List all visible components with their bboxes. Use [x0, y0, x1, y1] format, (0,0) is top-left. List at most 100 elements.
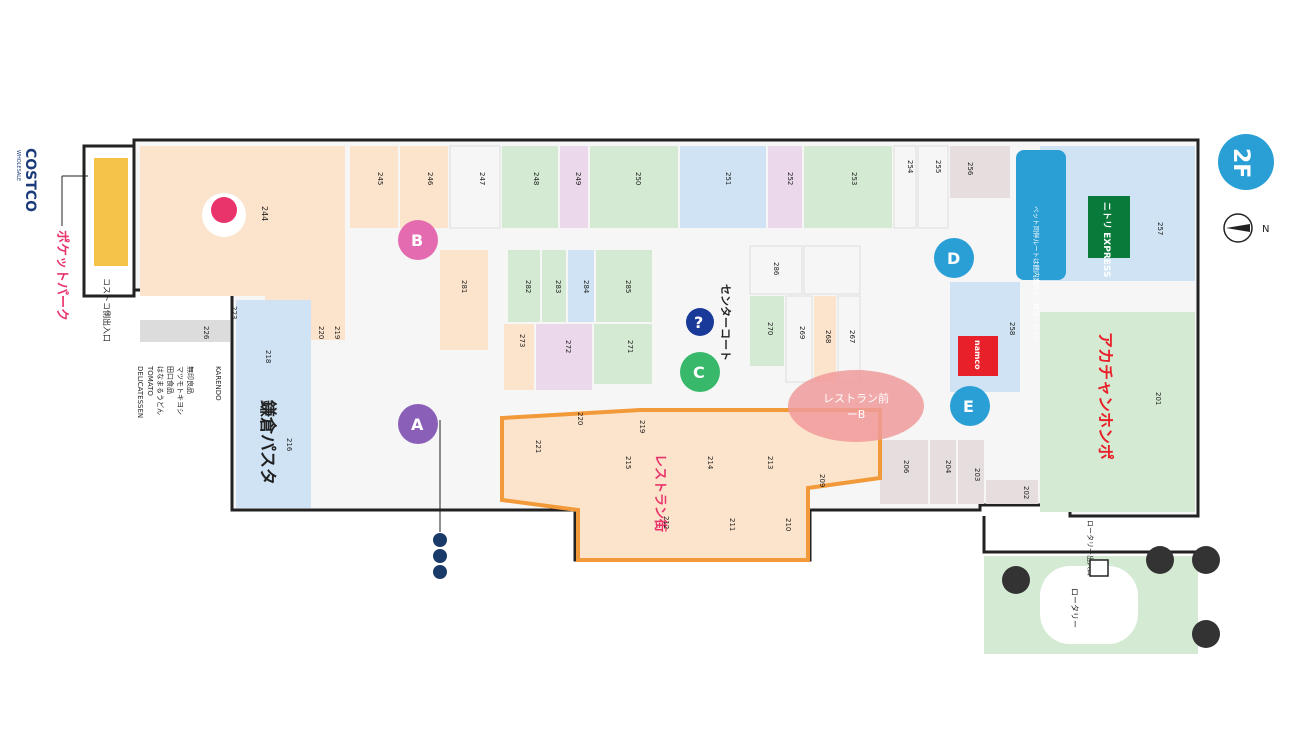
shop-249-area[interactable] — [560, 146, 588, 228]
shop-204-area[interactable] — [930, 440, 956, 504]
shop-236-no: 226 — [202, 326, 210, 340]
shop-249-no: 249 — [574, 172, 582, 185]
atm-239: マツモトキヨシ — [176, 366, 184, 415]
smoking-icon-right[interactable] — [1002, 566, 1030, 594]
shop-251-area[interactable] — [680, 146, 766, 228]
shop-278-area[interactable] — [542, 250, 566, 322]
mail-icon-right[interactable] — [1089, 559, 1109, 577]
shop-206-area[interactable] — [880, 440, 928, 504]
costco-entrance-label: コストコ側出入口 — [102, 278, 112, 342]
shop-278-no: 283 — [554, 280, 562, 293]
elevator-note — [1016, 150, 1066, 280]
restaurant-street — [500, 408, 882, 562]
shop-263-area[interactable] — [814, 296, 836, 382]
center-court-label: センターコート — [719, 284, 732, 361]
shop-250-area[interactable] — [590, 146, 678, 228]
shop-263-no: 268 — [824, 330, 832, 343]
atm-strip — [140, 320, 230, 342]
shop-264-no: 269 — [798, 326, 806, 339]
atm-list: 無印良品 マツモトキヨシ 田口食品 はなまるうどん TOMATO DELICAT… — [136, 365, 222, 418]
floor-label: 2F — [1228, 148, 1253, 178]
shop-253-area[interactable] — [804, 146, 892, 228]
shop-229-area[interactable] — [236, 300, 311, 340]
shop-256-area[interactable] — [950, 146, 1010, 198]
shop-268-no: 273 — [518, 334, 526, 347]
shop-258-name: namco — [973, 340, 982, 370]
shop-202-no: 202 — [1022, 486, 1030, 499]
compass-needle — [1226, 224, 1250, 232]
shop-228-area[interactable] — [236, 340, 311, 508]
escalator-icon-right[interactable] — [1146, 546, 1174, 574]
elevator-note-text: ペット同伴ルートは館内案内をご確認ください — [1032, 206, 1041, 343]
restroom-icon-right[interactable] — [1192, 546, 1220, 574]
highlight-marker[interactable] — [788, 370, 924, 442]
shop-228-no: 216 — [285, 438, 293, 452]
shop-258-no: 258 — [1008, 322, 1016, 335]
lift-d-label: D — [947, 249, 960, 268]
shop-279-area[interactable] — [568, 250, 594, 322]
highlight-line2: ーB — [847, 408, 866, 421]
lift-a-label: A — [411, 415, 424, 434]
pocket-park-label: ポケットパーク — [54, 230, 70, 321]
shop-277-no: 282 — [524, 280, 532, 293]
shop-244-no: 244 — [260, 206, 269, 221]
shop-201-no: 201 — [1154, 392, 1162, 405]
shop-231-no: 220 — [317, 326, 325, 339]
shop-229-no: 218 — [264, 350, 272, 363]
shop-246-area[interactable] — [400, 146, 448, 228]
shop-277-area[interactable] — [508, 250, 540, 322]
elevator-bottom-icon[interactable] — [433, 549, 447, 563]
shop-280-area[interactable] — [596, 250, 652, 322]
shop-257-logo — [1088, 196, 1130, 258]
costco-brand: COSTCO — [22, 148, 38, 212]
shop-203-area[interactable] — [958, 440, 984, 504]
atm-240: 田口食品 — [166, 366, 175, 394]
shop-255-no: 255 — [934, 160, 942, 173]
shop-265-area[interactable] — [750, 296, 784, 366]
shop-282-area[interactable] — [803, 245, 861, 295]
shop-267-area[interactable] — [536, 324, 592, 390]
shop-254-no: 254 — [906, 160, 914, 174]
shop-266-area[interactable] — [594, 324, 652, 384]
lift-b-icon[interactable] — [398, 220, 438, 260]
atm-243: DELICATESSEN — [136, 366, 144, 418]
shop-265-no: 270 — [766, 322, 774, 335]
rotary-island — [1040, 566, 1138, 644]
lift-e-icon[interactable] — [950, 386, 990, 426]
shop-276-no: 281 — [460, 280, 468, 293]
costco-logo: COSTCO WHOLESALE — [15, 148, 38, 212]
shop-201-name: アカチャンホンポ — [1096, 332, 1115, 460]
shop-222-no: 221 — [534, 440, 542, 453]
escalator-bottom-icon[interactable] — [433, 533, 447, 547]
shop-248-area[interactable] — [502, 146, 558, 228]
compass-label: N — [1262, 224, 1269, 235]
atm-241: はなまるうどん — [156, 366, 164, 415]
shop-202-area[interactable] — [986, 480, 1038, 504]
stairs-bottom-icon[interactable] — [433, 565, 447, 579]
shop-258-logo — [958, 336, 998, 376]
shop-252-area[interactable] — [768, 146, 802, 228]
highlight-line1: レストラン前 — [823, 391, 889, 405]
shop-254-area[interactable] — [893, 145, 917, 229]
lift-d-icon[interactable] — [934, 238, 974, 278]
shop-255-area[interactable] — [917, 145, 949, 229]
shop-247-area[interactable] — [449, 145, 501, 229]
parking-icon-right[interactable] — [1192, 620, 1220, 648]
shop-211-no: 211 — [728, 518, 736, 531]
shop-201-area[interactable] — [1040, 312, 1195, 512]
shop-245-area[interactable] — [350, 146, 398, 228]
lift-a-icon[interactable] — [398, 404, 438, 444]
lift-c-label: C — [693, 363, 705, 382]
shop-281-no: 286 — [772, 262, 780, 276]
info-icon[interactable] — [686, 308, 714, 336]
shop-244-logo-mark — [211, 197, 237, 223]
costco-sub: WHOLESALE — [15, 150, 21, 181]
shop-264-area[interactable] — [785, 295, 813, 383]
shop-204-no: 204 — [944, 460, 952, 474]
shop-281-area[interactable] — [749, 245, 803, 295]
atm-238: 無印良品 — [186, 366, 195, 394]
lift-c-icon[interactable] — [680, 352, 720, 392]
shop-276-area[interactable] — [440, 250, 488, 350]
shop-267-no: 272 — [564, 340, 572, 353]
shop-268-area[interactable] — [504, 324, 534, 390]
